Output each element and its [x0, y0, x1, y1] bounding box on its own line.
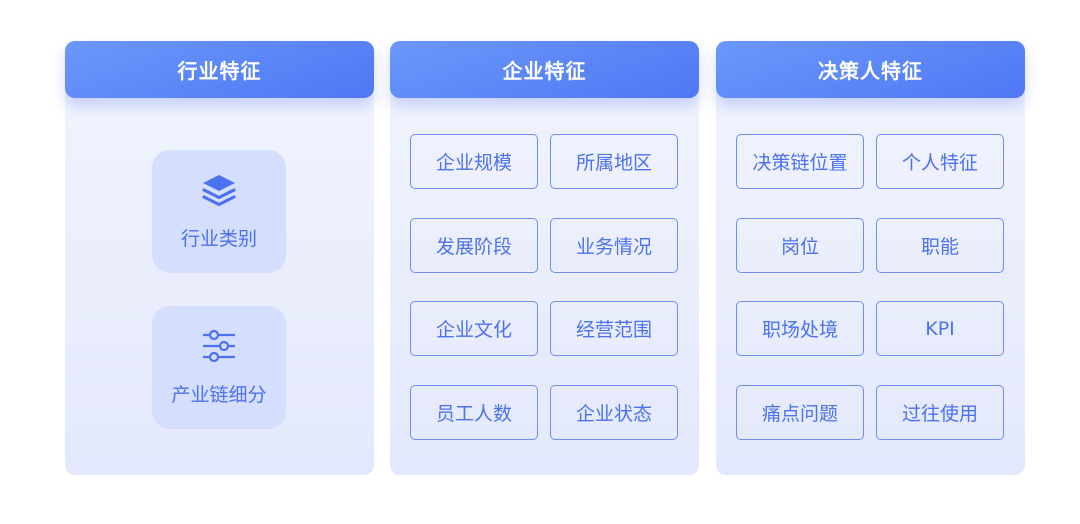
tag-business-scope[interactable]: 经营范围 — [550, 301, 678, 356]
industry-features-column: 行业特征 行业类别 产业链细分 — [65, 41, 374, 475]
tag-employee-count[interactable]: 员工人数 — [410, 385, 538, 440]
tag-business-status[interactable]: 业务情况 — [550, 218, 678, 273]
tag-region[interactable]: 所属地区 — [550, 134, 678, 189]
column-header: 企业特征 — [390, 41, 699, 98]
tag-kpi[interactable]: KPI — [876, 301, 1004, 356]
tile-industry-chain-segment[interactable]: 产业链细分 — [152, 306, 286, 429]
tag-workplace-situation[interactable]: 职场处境 — [736, 301, 864, 356]
column-panel — [716, 71, 1025, 475]
tag-function[interactable]: 职能 — [876, 218, 1004, 273]
tag-past-usage[interactable]: 过往使用 — [876, 385, 1004, 440]
tile-label: 行业类别 — [180, 227, 257, 250]
sliders-icon — [201, 329, 237, 380]
tag-enterprise-status[interactable]: 企业状态 — [550, 385, 678, 440]
tag-pain-points[interactable]: 痛点问题 — [736, 385, 864, 440]
column-header: 决策人特征 — [716, 41, 1025, 98]
enterprise-features-column: 企业特征 企业规模 所属地区 发展阶段 业务情况 企业文化 经营范围 员工人数 … — [390, 41, 699, 475]
tag-personal-traits[interactable]: 个人特征 — [876, 134, 1004, 189]
tile-industry-category[interactable]: 行业类别 — [152, 150, 286, 273]
tag-decision-chain-position[interactable]: 决策链位置 — [736, 134, 864, 189]
layers-icon — [200, 173, 238, 224]
tag-position[interactable]: 岗位 — [736, 218, 864, 273]
column-header: 行业特征 — [65, 41, 374, 98]
tag-corporate-culture[interactable]: 企业文化 — [410, 301, 538, 356]
tag-development-stage[interactable]: 发展阶段 — [410, 218, 538, 273]
tag-enterprise-scale[interactable]: 企业规模 — [410, 134, 538, 189]
decision-maker-features-column: 决策人特征 决策链位置 个人特征 岗位 职能 职场处境 KPI 痛点问题 过往使… — [716, 41, 1025, 475]
tile-label: 产业链细分 — [171, 383, 267, 406]
column-panel — [390, 71, 699, 475]
